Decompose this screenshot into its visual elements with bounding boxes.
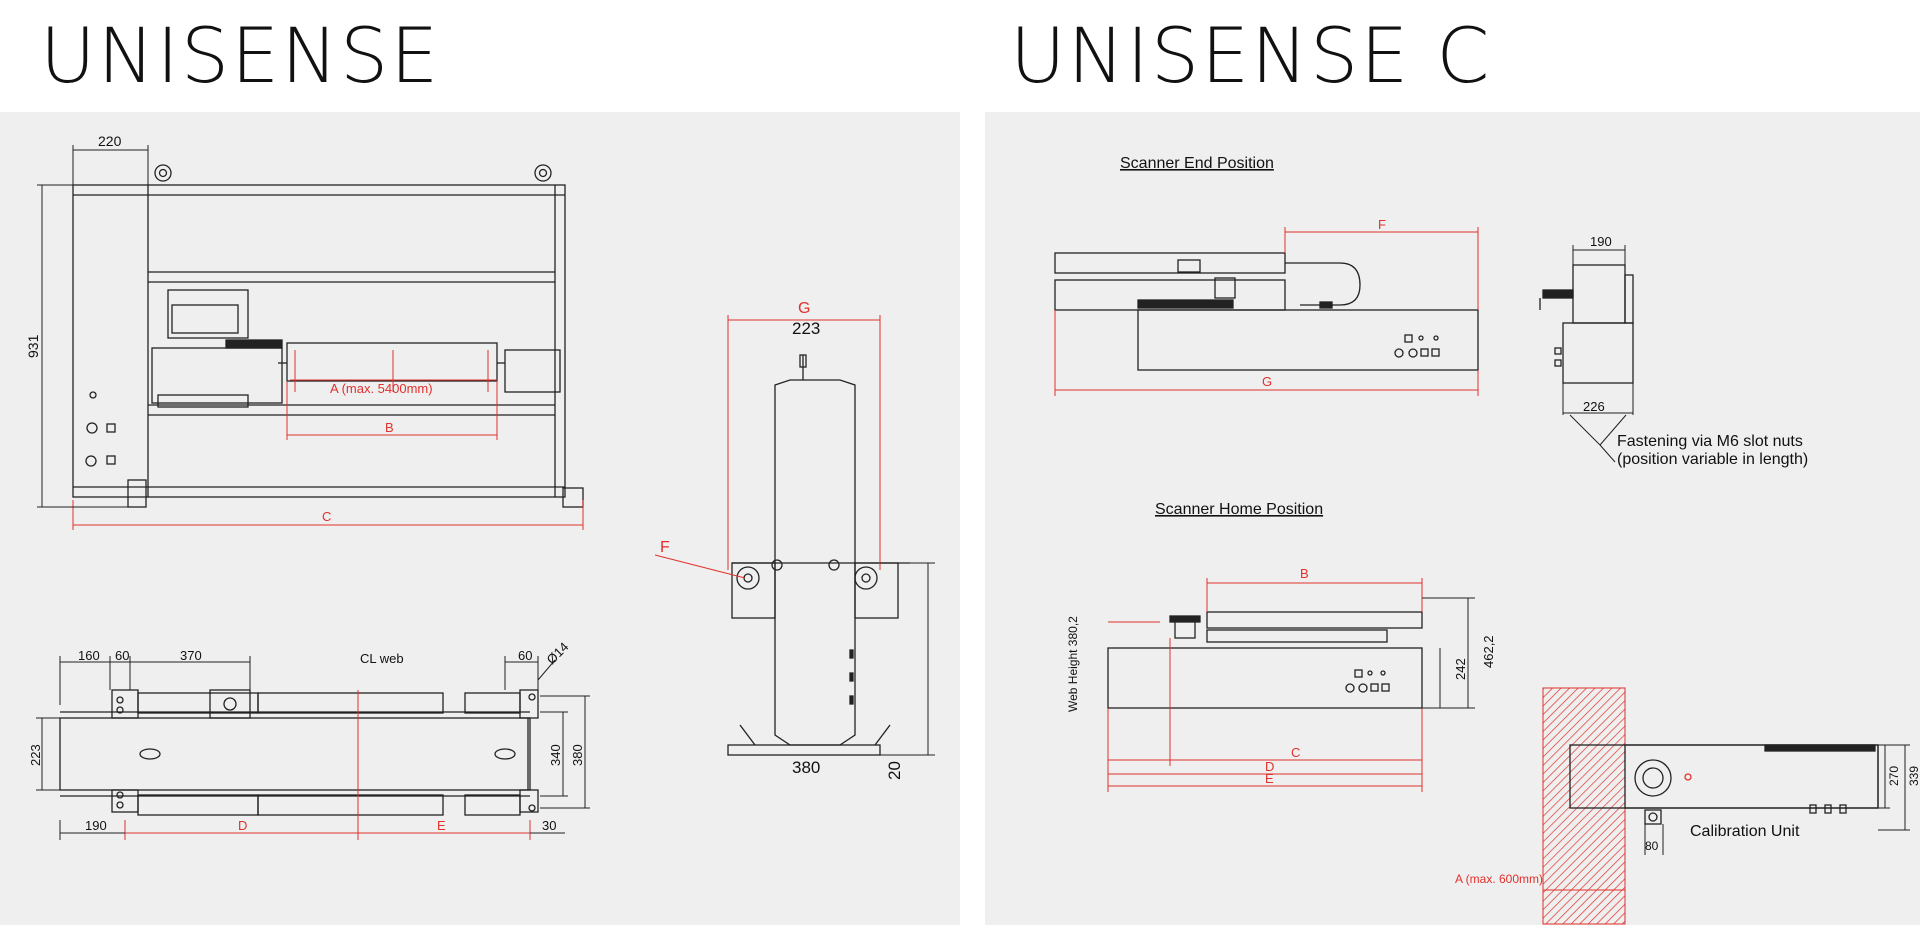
dim-60b-label: 60: [518, 648, 532, 663]
top-view-red-dims: [124, 690, 531, 840]
calibration-red-dims: [1542, 880, 1626, 900]
dim-80-label: 80: [1645, 839, 1659, 853]
scanner-end-position-heading: Scanner End Position: [1120, 155, 1274, 172]
dim-dia-14-label: Ø14: [544, 639, 572, 667]
top-view-dimension-lines: [36, 656, 590, 840]
dim-462-label: 462,2: [1481, 635, 1496, 668]
dim-270-label: 270: [1887, 766, 1901, 786]
calibration-hatched-area: [1542, 687, 1626, 925]
dim-242-label: 242: [1453, 658, 1468, 680]
dim-30-label: 30: [542, 818, 556, 833]
unisense-side-view: [727, 354, 910, 756]
dim-f-label: F: [660, 539, 670, 556]
calibration-dimension-lines: [1644, 744, 1910, 855]
dim-20-label: 20: [885, 761, 904, 780]
side-view-red-dims: [654, 315, 881, 579]
dim-190-right-label: 190: [1590, 234, 1612, 249]
roll-width-markers: [72, 350, 584, 530]
calibration-unit-view: [1569, 744, 1879, 825]
dim-340-label: 340: [548, 744, 563, 766]
home-dim-c-label: C: [1291, 745, 1300, 760]
home-position-red-dims: [1107, 578, 1423, 792]
product-title-unisense-c: UNISENSE C: [1010, 11, 1492, 100]
dim-e-label: E: [437, 818, 446, 833]
dim-a-label: A (max. 5400mm): [330, 381, 433, 396]
fastening-note-line1: Fastening via M6 slot nuts: [1617, 433, 1803, 450]
fastening-note-line2: (position variable in length): [1617, 451, 1808, 468]
home-dim-b-label: B: [1300, 566, 1309, 581]
scanner-end-position-view: [1054, 252, 1479, 371]
product-title-unisense: UNISENSE: [40, 11, 441, 100]
unisense-c-side-view: [1539, 264, 1634, 384]
end-dim-g-label: G: [1262, 374, 1272, 389]
dim-c-label: C: [322, 509, 331, 524]
dim-223-top-label: 223: [28, 744, 43, 766]
unisense-top-view: [59, 689, 539, 816]
dim-220-label: 220: [98, 133, 122, 149]
home-dim-e-label: E: [1265, 771, 1274, 786]
dim-380-base-label: 380: [792, 758, 820, 777]
dim-380-label: 380: [570, 744, 585, 766]
side-view-dimension-lines: [1562, 245, 1634, 463]
calibration-unit-label: Calibration Unit: [1690, 823, 1800, 840]
dim-226-label: 226: [1583, 399, 1605, 414]
cl-web-label: CL web: [360, 651, 404, 666]
end-dim-f-label: F: [1378, 217, 1386, 232]
dim-60a-label: 60: [115, 648, 129, 663]
dim-160-label: 160: [78, 648, 100, 663]
scanner-home-position-view: [1107, 611, 1423, 709]
unisense-c-drawing-panel: [985, 112, 1920, 925]
home-position-height-dims: [1422, 597, 1475, 709]
dim-190-label: 190: [85, 818, 107, 833]
dim-a-max-600-label: A (max. 600mm): [1455, 872, 1543, 886]
end-position-red-dims: [1054, 227, 1479, 396]
side-view-height-dim: [880, 562, 935, 756]
home-dim-d-label: D: [1265, 759, 1274, 774]
dim-d-label: D: [238, 818, 247, 833]
dim-g-label: G: [798, 300, 810, 317]
dim-339-label: 339: [1907, 766, 1920, 786]
scanner-home-position-heading: Scanner Home Position: [1155, 501, 1323, 518]
web-height-label: Web Height 380,2: [1066, 616, 1080, 712]
dim-b-label: B: [385, 420, 394, 435]
dim-223-label: 223: [792, 319, 820, 338]
dim-370-label: 370: [180, 648, 202, 663]
dim-931-label: 931: [25, 334, 41, 358]
front-view-dimension-lines: [37, 145, 149, 508]
unisense-front-view: [72, 164, 584, 508]
